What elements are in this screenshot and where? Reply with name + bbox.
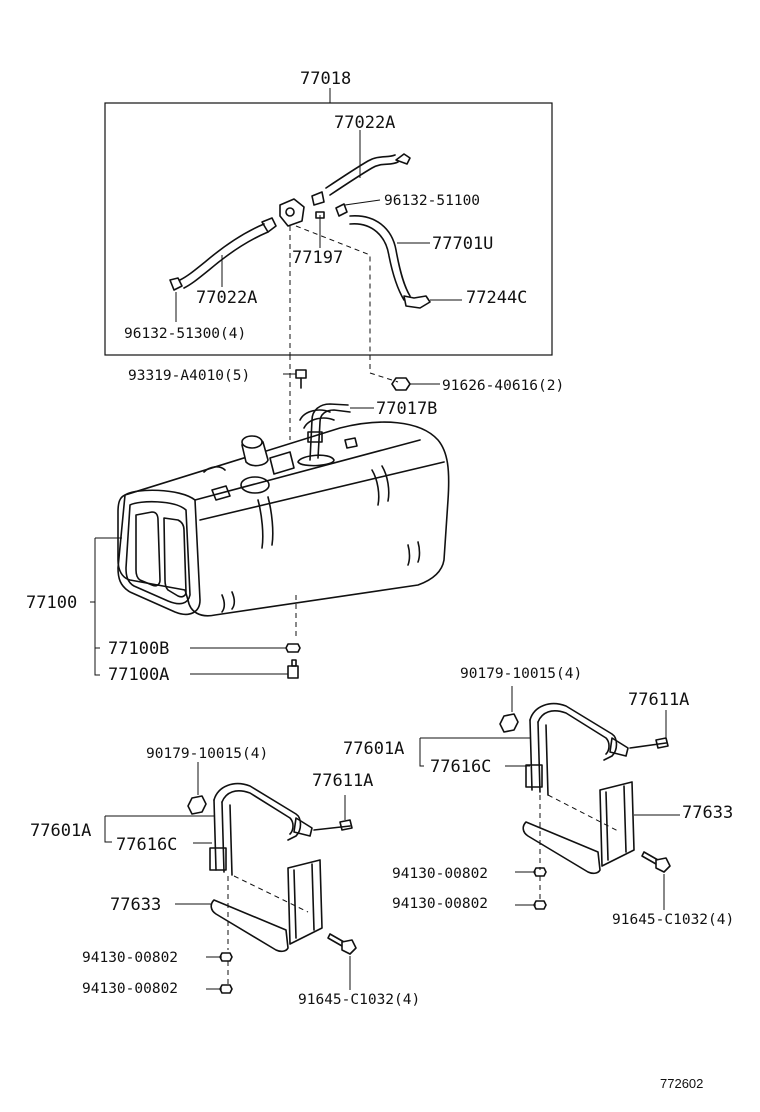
label-94130-r2: 94130-00802: [392, 896, 488, 912]
label-77018: 77018: [300, 69, 351, 89]
label-77633-left: 77633: [110, 895, 161, 915]
assembly-box: [104, 102, 553, 356]
label-77616c-left: 77616C: [116, 835, 177, 855]
label-91645-right: 91645-C1032(4): [612, 912, 734, 928]
label-77100b: 77100B: [108, 639, 169, 659]
label-96132-51300: 96132-51300(4): [124, 326, 246, 342]
label-77601a-right: 77601A: [343, 739, 404, 759]
label-77611a-right: 77611A: [628, 690, 689, 710]
label-77100a: 77100A: [108, 665, 169, 685]
label-91626-40616: 91626-40616(2): [442, 378, 564, 394]
label-77197: 77197: [292, 248, 343, 268]
mid-fasteners: [283, 355, 440, 440]
label-77616c-right: 77616C: [430, 757, 491, 777]
label-77601a-left: 77601A: [30, 821, 91, 841]
label-77244c: 77244C: [466, 288, 527, 308]
figure-number: 772602: [660, 1076, 703, 1091]
label-77100: 77100: [26, 593, 77, 613]
label-77701u: 77701U: [432, 234, 493, 254]
label-90179-left: 90179-10015(4): [146, 746, 268, 762]
fuel-gauge-sender: [297, 454, 335, 467]
label-91645-left: 91645-C1032(4): [298, 992, 420, 1008]
label-77022a-left: 77022A: [196, 288, 257, 308]
label-77017b: 77017B: [376, 399, 437, 419]
part-labels: 77018 77022A 96132-51100 77701U 77197 77…: [26, 69, 734, 1091]
label-94130-r1: 94130-00802: [392, 866, 488, 882]
left-strap-group: [104, 762, 357, 994]
label-77611a-left: 77611A: [312, 771, 373, 791]
label-93319-a4010: 93319-A4010(5): [128, 368, 250, 384]
label-77633-right: 77633: [682, 803, 733, 823]
label-90179-right: 90179-10015(4): [460, 666, 582, 682]
right-strap-group: [419, 686, 680, 910]
label-94130-l2: 94130-00802: [82, 981, 178, 997]
label-96132-51100: 96132-51100: [384, 193, 480, 209]
label-77022a-top: 77022A: [334, 113, 395, 133]
label-94130-l1: 94130-00802: [82, 950, 178, 966]
fuel-tank-77100: [90, 403, 450, 679]
assembly-77018-group: [104, 88, 553, 356]
